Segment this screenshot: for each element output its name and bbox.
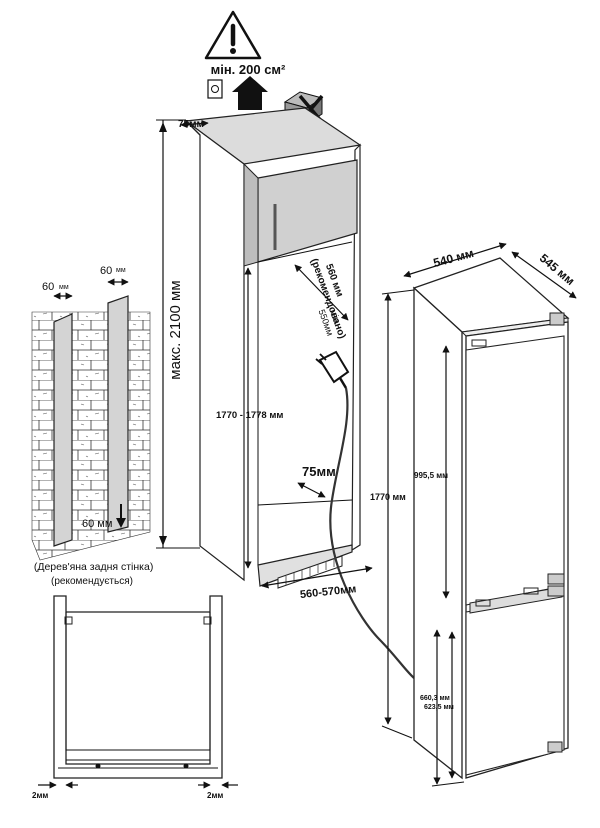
plug-icon: [315, 350, 350, 389]
niche-width-label: 560-570мм: [299, 583, 357, 601]
bottom-gap-label: 75мм: [302, 464, 336, 479]
upper-door-height-label: 995,5 мм: [414, 471, 448, 480]
max-height-label: макс. 2100 мм: [167, 280, 184, 379]
fridge-height-label: 1770 мм: [370, 492, 406, 502]
fridge-width-label: 540 мм: [432, 246, 475, 270]
fridge-depth-label: 545 мм: [537, 251, 578, 288]
brick-wall: [31, 295, 151, 561]
back-wall-label: (Дерев'яна задня стінка) (рекомендується…: [34, 561, 156, 587]
side-gap-right-label: 2мм: [207, 791, 223, 800]
warning-icon: [204, 10, 262, 60]
lower-door-height-2-label: 623,5 мм: [424, 704, 454, 711]
power-cable: [329, 387, 415, 679]
back-wall-title: (Дерев'яна задня стінка): [34, 561, 153, 573]
wall-gap-right-value: 60: [100, 265, 112, 277]
down-arrow-icon: [116, 504, 126, 528]
niche-height-label: 1770 - 1778 мм: [216, 410, 283, 421]
lower-door-height-1-label: 660,3 мм: [420, 695, 450, 702]
wall-gap-left-unit: мм: [59, 284, 69, 291]
wall-gap-left-value: 60: [42, 281, 54, 293]
wall-gap-right-unit: мм: [116, 267, 126, 274]
up-arrow-icon: [232, 76, 268, 110]
front-view-frame: [53, 595, 223, 779]
back-wall-note: (рекомендується): [51, 576, 133, 587]
socket-icon: [207, 79, 223, 99]
cabinet: [184, 107, 362, 589]
wall-panel-right: [107, 295, 129, 533]
upper-cabinet-door: [257, 159, 358, 263]
top-gap-label: 75мм: [178, 119, 204, 130]
ventilation-area-label: мін. 200 см²: [211, 62, 286, 77]
side-gap-left-label: 2мм: [32, 791, 48, 800]
wall-panel-left: [53, 313, 73, 547]
fridge-upper-door: [465, 335, 565, 606]
wall-gap-bottom-label: 60 мм: [82, 518, 112, 530]
